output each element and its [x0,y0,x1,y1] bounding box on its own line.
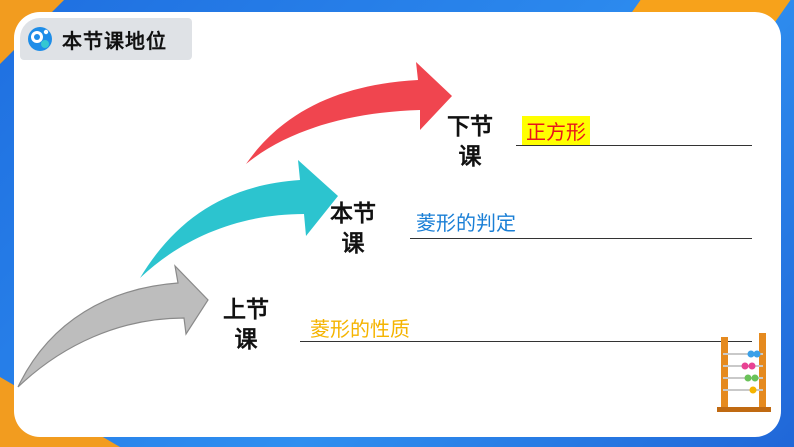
app-logo-icon [28,27,52,51]
arrow-current-lesson [140,160,338,278]
title-bar: 本节课地位 [20,18,192,60]
stage-label-current-line1: 本节 [330,201,376,227]
topic-underline-current [410,238,752,239]
topic-underline-previous [300,341,752,342]
stage-label-previous: 上节 课 [218,295,274,355]
stage-label-previous-line1: 上节 [223,297,269,323]
topic-underline-next [516,145,752,146]
stage-label-current-line2: 课 [341,231,365,257]
stage-label-next: 下节 课 [442,112,498,172]
topic-previous: 菱形的性质 [310,317,410,341]
topic-next: 正方形 [522,116,590,145]
stage-label-next-line2: 课 [458,144,482,170]
abacus-icon [717,333,771,412]
arrow-previous-lesson [17,264,209,388]
page-title: 本节课地位 [62,28,167,53]
stage-label-next-line1: 下节 [447,114,493,140]
stage-label-previous-line2: 课 [234,327,258,353]
stage-label-current: 本节 课 [325,199,381,259]
arrow-next-lesson [246,62,452,164]
topic-current: 菱形的判定 [416,211,516,235]
